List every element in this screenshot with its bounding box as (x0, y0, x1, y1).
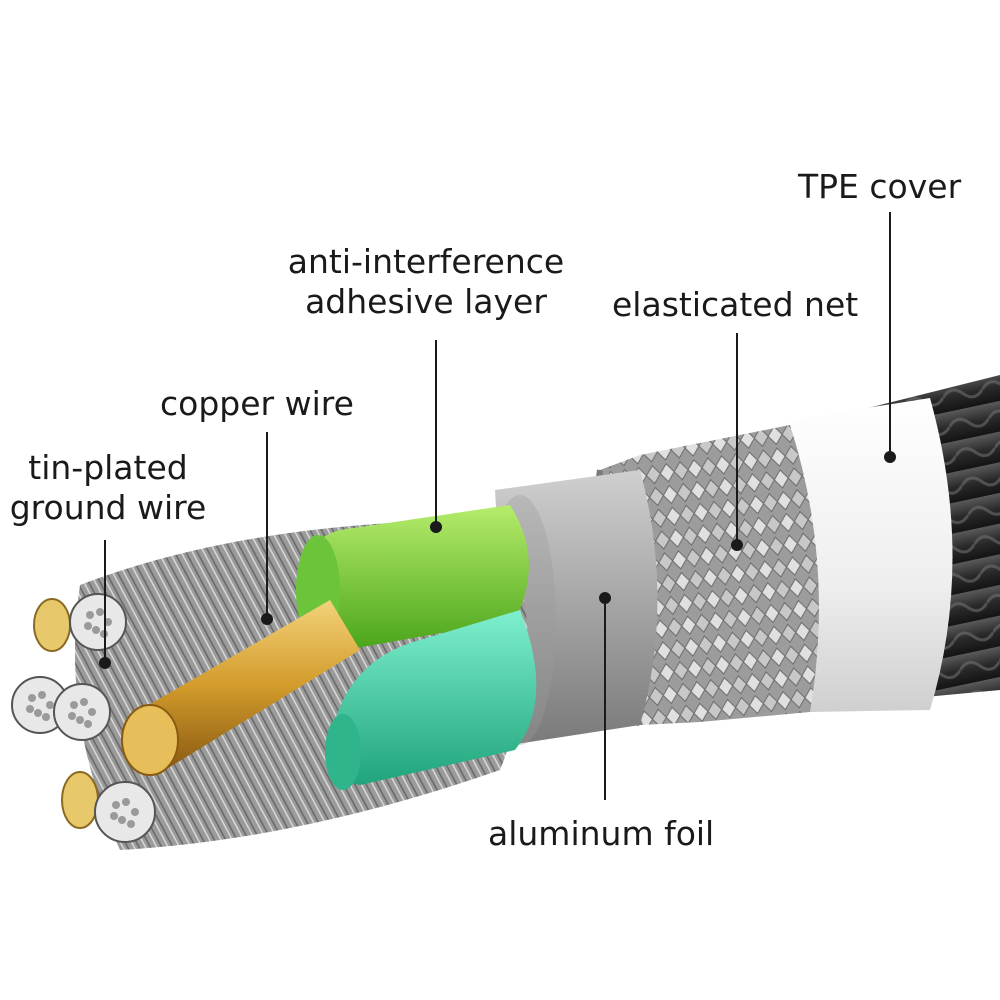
teal-core (329, 610, 537, 785)
label-copper-wire: copper wire (160, 384, 354, 423)
label-elasticated-net: elasticated net (612, 285, 859, 324)
label-tpe-cover: TPE cover (798, 167, 962, 206)
copper-wire (140, 600, 360, 770)
label-anti-interference: anti-interference adhesive layer (283, 242, 569, 322)
label-tin-plated-ground-wire: tin-plated ground wire (8, 448, 208, 528)
label-anti-interference-line1: anti-interference (287, 242, 565, 281)
label-aluminum-foil: aluminum foil (488, 814, 715, 853)
label-tin-plated-line1: tin-plated (28, 448, 188, 487)
ground-wire-ends (11, 593, 156, 843)
label-anti-interference-line2: adhesive layer (305, 282, 547, 321)
green-core (300, 505, 529, 650)
braid-layer (600, 425, 819, 725)
label-tin-plated-line2: ground wire (9, 488, 207, 527)
copper-end (61, 771, 99, 829)
copper-end (33, 598, 71, 652)
tpe-white-ring (783, 398, 953, 712)
